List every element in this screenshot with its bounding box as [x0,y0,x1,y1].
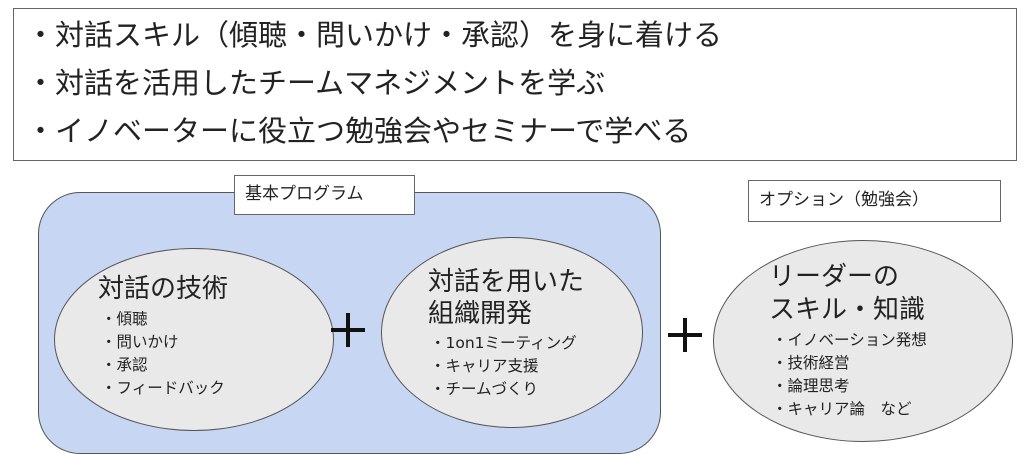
dialogue-technique-circle [54,248,334,431]
circle-item: ・イノベーション発想 [772,331,927,349]
circle-title: 対話の技術 [98,274,229,304]
option-label: オプション（勉強会） [748,180,1001,222]
organization-development-circle [381,237,643,428]
circle-item: ・チームづくり [430,380,539,398]
circle-title: スキル・知識 [769,295,926,325]
circle-item: ・承認 [101,356,148,374]
circle-item: ・問いかけ [101,333,179,351]
goals-box: ・対話スキル（傾聴・問いかけ・承認）を身に着ける ・対話を活用したチームマネジメ… [13,8,1017,161]
circle-item: ・傾聴 [101,310,148,328]
leader-skills-circle [713,240,1013,442]
circle-item: ・1on1ミーティング [430,334,577,352]
circle-title: 組織開発 [428,299,533,329]
circle-item: ・論理思考 [772,377,850,395]
circle-item: ・キャリア論 など [772,400,912,418]
goal-item: ・対話スキル（傾聴・問いかけ・承認）を身に着ける [26,18,723,52]
goal-item: ・対話を活用したチームマネジメントを学ぶ [26,66,606,100]
circle-title: 対話を用いた [428,267,585,297]
plus-icon [668,318,702,352]
circle-item: ・フィードバック [101,379,225,397]
circle-item: ・キャリア支援 [430,357,539,375]
plus-icon [331,313,365,347]
goal-item: ・イノベーターに役立つ勉強会やセミナーで学べる [26,114,692,148]
circle-item: ・技術経営 [772,354,850,372]
circle-title: リーダーの [769,262,900,292]
basic-program-label: 基本プログラム [234,175,415,215]
